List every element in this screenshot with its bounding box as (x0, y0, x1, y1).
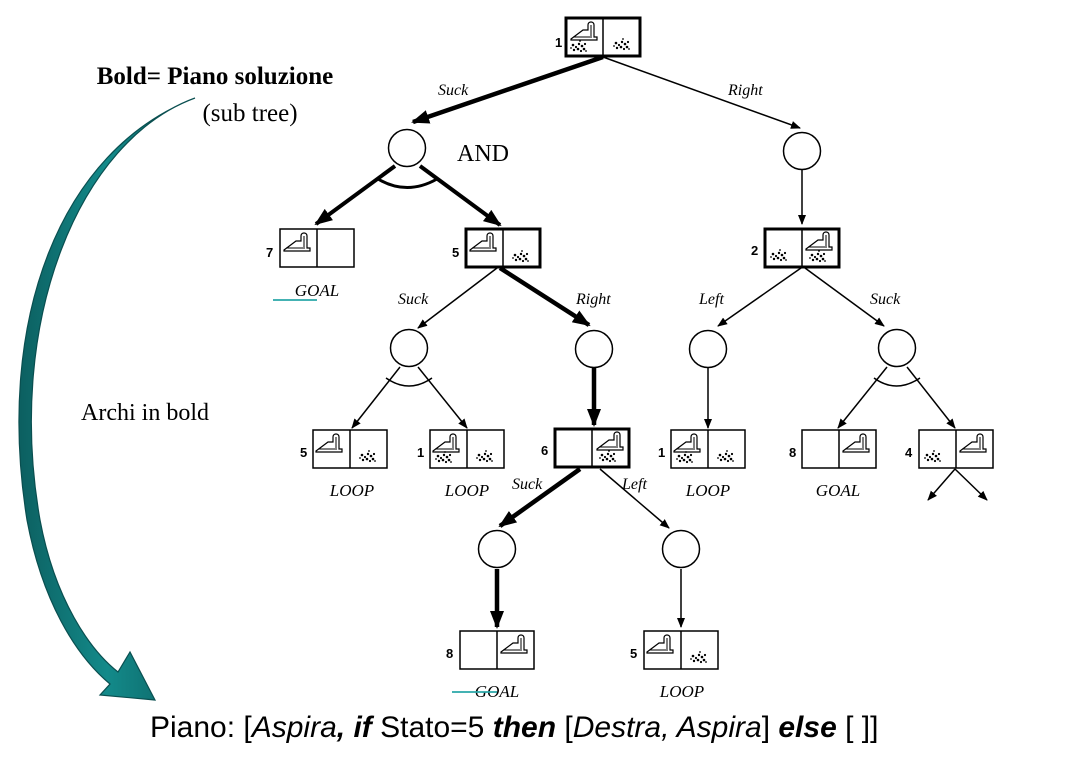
edge-label-right-1: Right (727, 82, 763, 99)
plan-else-keyword: else (778, 711, 837, 744)
state-number: 8 (446, 646, 453, 661)
edge-label-suck-2: Suck (870, 291, 901, 308)
and-arc-f (873, 377, 921, 387)
state-8-goal-b: 8 GOAL (446, 630, 535, 701)
or-node-d (574, 329, 614, 369)
state-2: 2 (751, 227, 841, 269)
edge-and-f-left (837, 366, 888, 429)
diagram-title: Bold= Piano soluzione (97, 63, 334, 90)
state-7: 7 GOAL (266, 228, 355, 301)
state-number: 5 (630, 646, 637, 661)
state-1-loop-a: 1 LOOP (417, 429, 505, 500)
state-number: 8 (789, 445, 796, 460)
edge-1-suck (411, 54, 604, 125)
edge-5-right (498, 266, 591, 327)
edge-and-c-right (417, 366, 468, 429)
state-number: 2 (751, 243, 758, 258)
plan-bracket-close: ] (761, 711, 779, 744)
plan-if-keyword: if (353, 711, 372, 744)
edge-label-suck-1: Suck (438, 82, 469, 99)
plan-prefix: Piano: [ (150, 711, 252, 744)
or-node-b (782, 131, 822, 171)
state-number: 4 (905, 445, 913, 460)
plan-condition: Stato=5 (371, 711, 493, 744)
state-number: 7 (266, 245, 273, 260)
state-number: 5 (300, 445, 307, 460)
state-5-loop-b: 5 LOOP (630, 630, 719, 701)
edge-and-a-right (418, 164, 502, 227)
diagram-subtitle: (sub tree) (202, 100, 297, 127)
state-status-loop: LOOP (659, 682, 704, 701)
state-number: 1 (417, 445, 424, 460)
plan-text: Piano: [Aspira, if Stato=5 then [Destra,… (150, 704, 1070, 752)
plan-destra: Destra (572, 711, 662, 744)
state-number: 1 (555, 35, 562, 50)
state-6: 6 (541, 427, 631, 469)
and-node-a (387, 128, 427, 168)
edge-label-suck-6: Suck (512, 476, 543, 493)
state-status-goal: GOAL (295, 281, 339, 300)
edge-5-suck (417, 267, 498, 329)
edge-4-right (954, 468, 988, 501)
state-status-goal: GOAL (816, 481, 860, 500)
plan-aspira-2: Aspira (676, 711, 762, 744)
curved-arrow-icon (18, 97, 196, 701)
edge-2-left (717, 267, 802, 327)
plan-then-keyword: then (492, 711, 557, 744)
state-status-loop: LOOP (329, 481, 374, 500)
state-status-loop: LOOP (685, 481, 730, 500)
edge-6-suck (498, 467, 582, 528)
edge-and-c-left (351, 366, 401, 429)
state-status-loop: LOOP (444, 481, 489, 500)
plan-aspira: Aspira (251, 711, 337, 744)
state-5: 5 (452, 227, 542, 269)
state-1: 1 (555, 16, 642, 58)
plan-comma: , (336, 711, 354, 744)
edge-2-suck (804, 267, 885, 327)
edge-and-a-left (314, 164, 397, 226)
edge-6-left (599, 468, 670, 529)
state-number: 1 (658, 445, 665, 460)
and-node-f (877, 328, 917, 368)
and-arc-a (377, 177, 438, 189)
or-node-g (477, 529, 517, 569)
state-1-loop-b: 1 LOOP (658, 429, 746, 500)
side-label: Archi in bold (81, 400, 209, 426)
state-number: 5 (452, 245, 459, 260)
edge-label-left-2: Left (698, 291, 724, 308)
edge-1-right (602, 56, 801, 129)
state-8-goal-a: 8 GOAL (789, 429, 877, 500)
and-label: AND (457, 141, 509, 167)
edge-label-suck-5: Suck (398, 291, 429, 308)
plan-comma-2: , (661, 711, 677, 744)
edge-label-right-5: Right (575, 291, 611, 308)
or-node-h (661, 529, 701, 569)
plan-tail: [ ]] (836, 711, 879, 744)
edge-label-left-6: Left (621, 476, 647, 493)
and-node-c (389, 328, 429, 368)
state-4: 4 (905, 429, 994, 469)
edge-and-f-right (906, 366, 956, 429)
or-node-e (688, 329, 728, 369)
edge-4-left (927, 468, 956, 501)
and-arc-c (385, 377, 433, 387)
state-5-loop: 5 LOOP (300, 429, 388, 500)
plan-bracket-open: [ (556, 711, 573, 744)
state-number: 6 (541, 443, 548, 458)
